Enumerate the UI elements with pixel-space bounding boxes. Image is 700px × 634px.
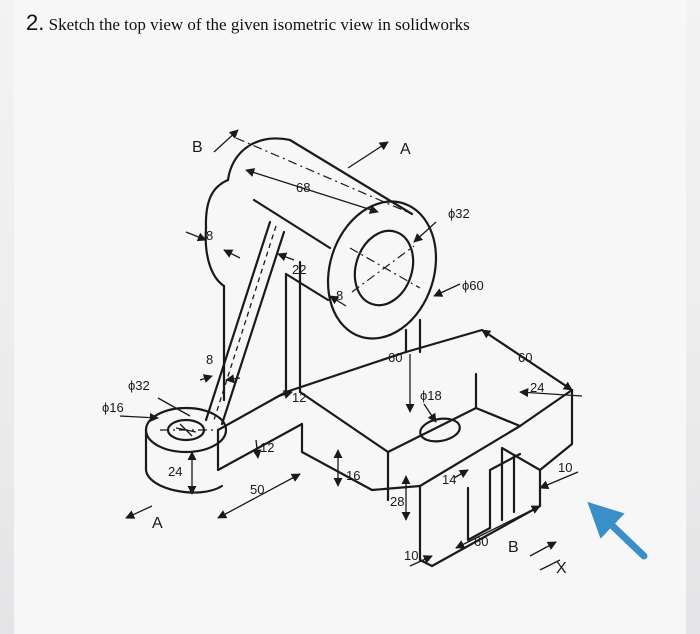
section-label-b-top: B <box>192 139 203 156</box>
dim-8-upper: 8 <box>206 228 213 243</box>
dim-8-rib: 8 <box>206 352 213 367</box>
dim-dia18: ϕ18 <box>420 388 442 403</box>
question-number: 2. <box>26 10 45 35</box>
dim-14: 14 <box>442 472 456 487</box>
section-labels: B A A B X <box>152 139 567 577</box>
section-label-b-bottom: B <box>508 539 519 556</box>
question-title: 2. Sketch the top view of the given isom… <box>26 10 470 36</box>
dim-10-bottom: 10 <box>404 548 418 563</box>
dimension-lines <box>119 129 583 571</box>
dimension-values: 68 ϕ32 8 22 8 ϕ60 8 60 60 ϕ32 ϕ16 12 ϕ18… <box>102 180 572 563</box>
dim-dia32-left: ϕ32 <box>128 378 150 393</box>
dim-24-left: 24 <box>168 464 182 479</box>
dim-10-right: 10 <box>558 460 572 475</box>
dim-dia32-top: ϕ32 <box>448 206 470 221</box>
view-direction-label: X <box>556 560 567 577</box>
paper-sheet <box>14 0 686 634</box>
bearing-housing <box>204 137 438 394</box>
cylindrical-boss <box>144 406 228 494</box>
inclined-rib <box>204 220 286 426</box>
dim-50: 50 <box>250 482 264 497</box>
dim-60-right: 60 <box>518 350 532 365</box>
dim-28: 28 <box>390 494 404 509</box>
dim-dia16: ϕ16 <box>102 400 124 415</box>
center-lines <box>160 137 421 431</box>
dim-12-b: 12 <box>260 440 274 455</box>
dim-12-a: 12 <box>292 390 306 405</box>
blue-arrow-icon <box>587 501 648 560</box>
section-label-a-top: A <box>400 141 411 158</box>
dim-22: 22 <box>292 262 306 277</box>
dim-dia60: ϕ60 <box>462 278 484 293</box>
dim-60-bottom: 60 <box>474 534 488 549</box>
dim-68: 68 <box>296 180 310 195</box>
dim-16: 16 <box>346 468 360 483</box>
section-label-a-bottom: A <box>152 515 163 532</box>
dim-60-vertical: 60 <box>388 350 402 365</box>
dim-24-right: 24 <box>530 380 544 395</box>
question-text: Sketch the top view of the given isometr… <box>48 15 470 34</box>
dim-8-mid: 8 <box>336 288 343 303</box>
